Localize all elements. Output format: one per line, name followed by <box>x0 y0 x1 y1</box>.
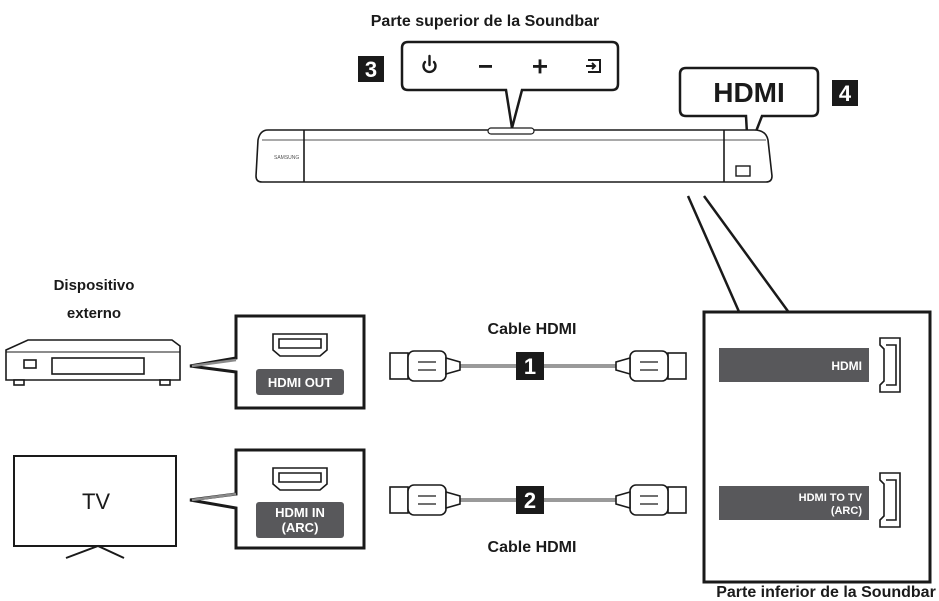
cable-2-label: Cable HDMI <box>488 539 577 556</box>
soundbar-top-label: Parte superior de la Soundbar <box>371 13 600 30</box>
external-device-label-1: Dispositivo <box>54 277 135 294</box>
hdmi-port-icon <box>879 472 901 528</box>
port-hdmi-tv-label-1: HDMI TO TV <box>799 492 863 504</box>
soundbar <box>255 127 773 183</box>
marker-3: 3 <box>358 56 384 82</box>
hdmi-socket-icon <box>272 467 328 491</box>
top-panel-callout <box>400 40 620 129</box>
marker-1: 1 <box>516 352 544 380</box>
hdmi-port-icon <box>879 337 901 393</box>
external-device-label-2: externo <box>67 305 121 322</box>
marker-2: 2 <box>516 486 544 514</box>
external-device-icon <box>5 339 181 386</box>
tv-port-label-1: HDMI IN <box>275 505 325 520</box>
marker-4: 4 <box>832 80 858 106</box>
marker-4-label: 4 <box>839 81 852 106</box>
port-hdmi-label: HDMI <box>831 359 862 373</box>
port-hdmi-to-tv: HDMI TO TV (ARC) <box>719 472 901 528</box>
hdmi-socket-icon <box>272 333 328 357</box>
tv-callout: HDMI IN (ARC) <box>189 448 366 550</box>
zoom-wedge <box>686 195 793 316</box>
tv-port-label-2: (ARC) <box>282 520 319 535</box>
power-icon <box>422 54 437 74</box>
marker-1-label: 1 <box>524 354 536 379</box>
tv-icon: TV <box>13 455 177 559</box>
soundbar-bottom-label: Parte inferior de la Soundbar <box>716 584 936 601</box>
device-callout: HDMI OUT <box>189 314 366 410</box>
minus-icon <box>479 65 492 68</box>
soundbar-brand: SAMSUNG <box>274 155 299 161</box>
cable-1-label: Cable HDMI <box>488 321 577 338</box>
tv-label: TV <box>82 489 110 514</box>
plus-icon <box>533 59 547 74</box>
marker-3-label: 3 <box>365 57 377 82</box>
hdmi-callout-label: HDMI <box>713 77 785 108</box>
marker-2-label: 2 <box>524 488 536 513</box>
source-icon <box>586 59 601 73</box>
port-hdmi-tv-label-2: (ARC) <box>831 505 862 517</box>
hdmi-cable-2 <box>389 484 687 516</box>
device-port-label: HDMI OUT <box>268 375 332 390</box>
port-hdmi: HDMI <box>719 337 901 393</box>
